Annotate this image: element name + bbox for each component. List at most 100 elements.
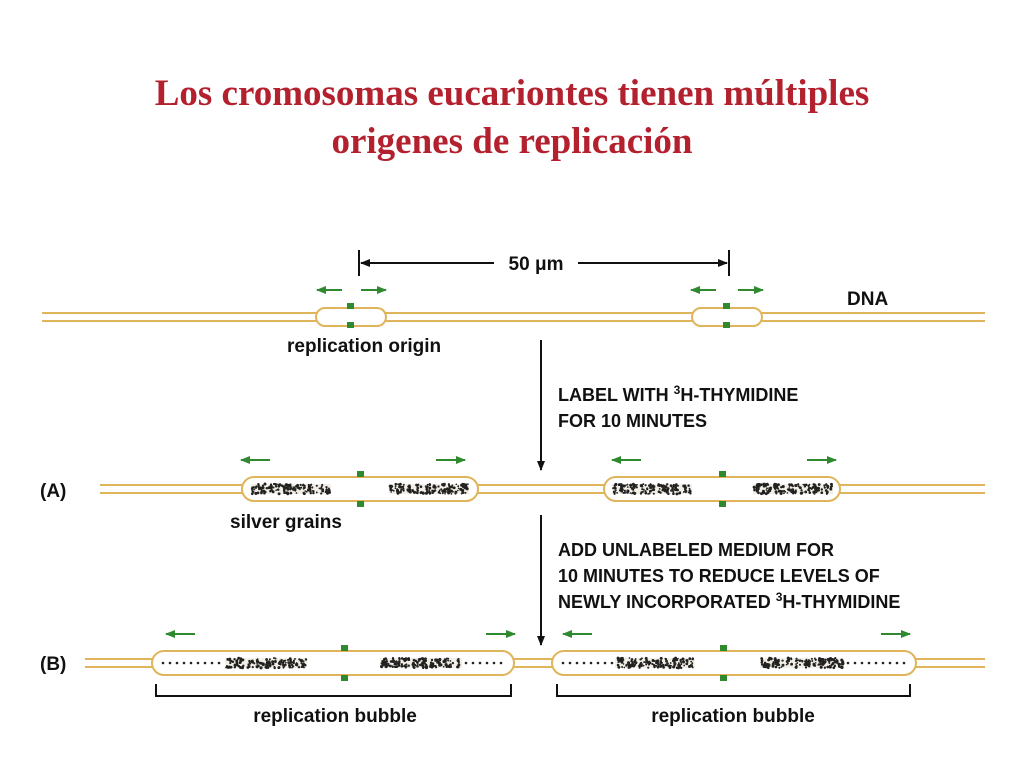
silver-grain	[283, 664, 286, 667]
origin-label: replication origin	[287, 336, 441, 357]
silver-grain	[679, 491, 681, 493]
silver-grain	[254, 491, 258, 495]
silver-grain	[392, 659, 396, 663]
silver-grain	[644, 484, 647, 487]
silver-grain	[411, 663, 415, 666]
silver-grain	[236, 658, 239, 661]
silver-grain	[258, 661, 262, 665]
silver-grain	[287, 491, 289, 494]
silver-grain	[275, 489, 278, 492]
silver-grain	[777, 489, 781, 493]
silver-grain	[263, 482, 267, 486]
silver-grain	[624, 484, 627, 487]
silver-grain	[688, 487, 691, 490]
silver-grain	[394, 482, 398, 486]
silver-grain	[853, 661, 857, 665]
silver-grain	[817, 659, 820, 662]
silver-grain	[419, 657, 422, 661]
silver-grain	[422, 492, 425, 495]
silver-grain	[299, 488, 301, 491]
silver-grain	[642, 488, 645, 491]
silver-grain	[667, 664, 670, 667]
silver-grain	[794, 492, 797, 495]
silver-grain	[385, 660, 389, 663]
silver-grain	[833, 660, 837, 664]
silver-grain	[175, 661, 179, 665]
silver-grain	[394, 662, 398, 666]
silver-grain	[287, 661, 290, 664]
silver-grain	[649, 483, 652, 487]
silver-grain	[293, 486, 296, 489]
silver-grain	[788, 487, 791, 489]
silver-grain	[641, 485, 644, 488]
silver-grain	[260, 489, 264, 493]
silver-grain	[432, 484, 436, 488]
silver-grain	[442, 665, 445, 668]
silver-grain	[437, 485, 440, 488]
silver-grain	[650, 486, 653, 489]
silver-grain	[428, 489, 431, 492]
silver-grain	[677, 662, 680, 665]
silver-grain	[398, 660, 401, 663]
silver-grain	[277, 492, 281, 496]
silver-grain	[752, 485, 756, 489]
silver-grain	[247, 663, 250, 666]
silver-grain	[786, 488, 790, 491]
silver-grain	[239, 657, 242, 659]
silver-grain	[691, 657, 694, 661]
silver-grain	[815, 485, 818, 488]
silver-grain	[407, 664, 410, 667]
silver-grain	[404, 658, 408, 661]
silver-grain	[400, 663, 404, 666]
silver-grain	[679, 666, 683, 670]
silver-grains-label: silver grains	[230, 512, 342, 533]
silver-grain	[312, 491, 315, 495]
silver-grain	[759, 483, 763, 487]
silver-grain	[321, 489, 325, 493]
silver-grain	[318, 487, 321, 490]
silver-grain	[662, 487, 665, 490]
silver-grain	[196, 661, 200, 665]
silver-grain	[687, 484, 690, 487]
silver-grain	[786, 662, 789, 665]
silver-grain	[760, 659, 764, 662]
silver-grain	[428, 486, 432, 490]
silver-grain	[265, 486, 269, 490]
silver-grain	[613, 484, 617, 487]
silver-grain	[688, 657, 692, 661]
silver-grain	[657, 663, 660, 666]
silver-grain	[438, 660, 440, 663]
silver-grain	[766, 490, 769, 493]
silver-grain	[288, 664, 291, 668]
silver-grain	[686, 660, 689, 663]
silver-grain	[687, 491, 690, 494]
silver-grain	[311, 486, 314, 489]
silver-grain	[389, 664, 392, 667]
origin-marker	[723, 303, 730, 309]
silver-grain	[651, 659, 655, 662]
silver-grain	[270, 489, 274, 492]
silver-grain	[304, 658, 308, 661]
silver-grain	[774, 662, 778, 666]
silver-grain	[242, 664, 245, 668]
silver-grain	[389, 488, 393, 492]
origin-marker	[357, 501, 364, 507]
silver-grain	[448, 664, 450, 667]
silver-grain	[451, 484, 454, 487]
silver-grain	[783, 489, 786, 492]
silver-grain	[449, 485, 453, 489]
silver-grain	[685, 663, 688, 665]
silver-grain	[452, 486, 456, 490]
silver-grain	[596, 661, 600, 665]
silver-grain	[666, 483, 669, 486]
silver-grain	[256, 664, 260, 668]
scale-bar: 50 μm	[358, 250, 730, 276]
silver-grain	[664, 658, 668, 661]
silver-grain	[675, 492, 679, 496]
silver-grain	[271, 662, 275, 666]
silver-grain	[775, 483, 778, 486]
silver-grain	[757, 485, 761, 488]
silver-grain	[629, 486, 632, 489]
silver-grain	[617, 661, 620, 663]
silver-grain	[325, 490, 329, 494]
